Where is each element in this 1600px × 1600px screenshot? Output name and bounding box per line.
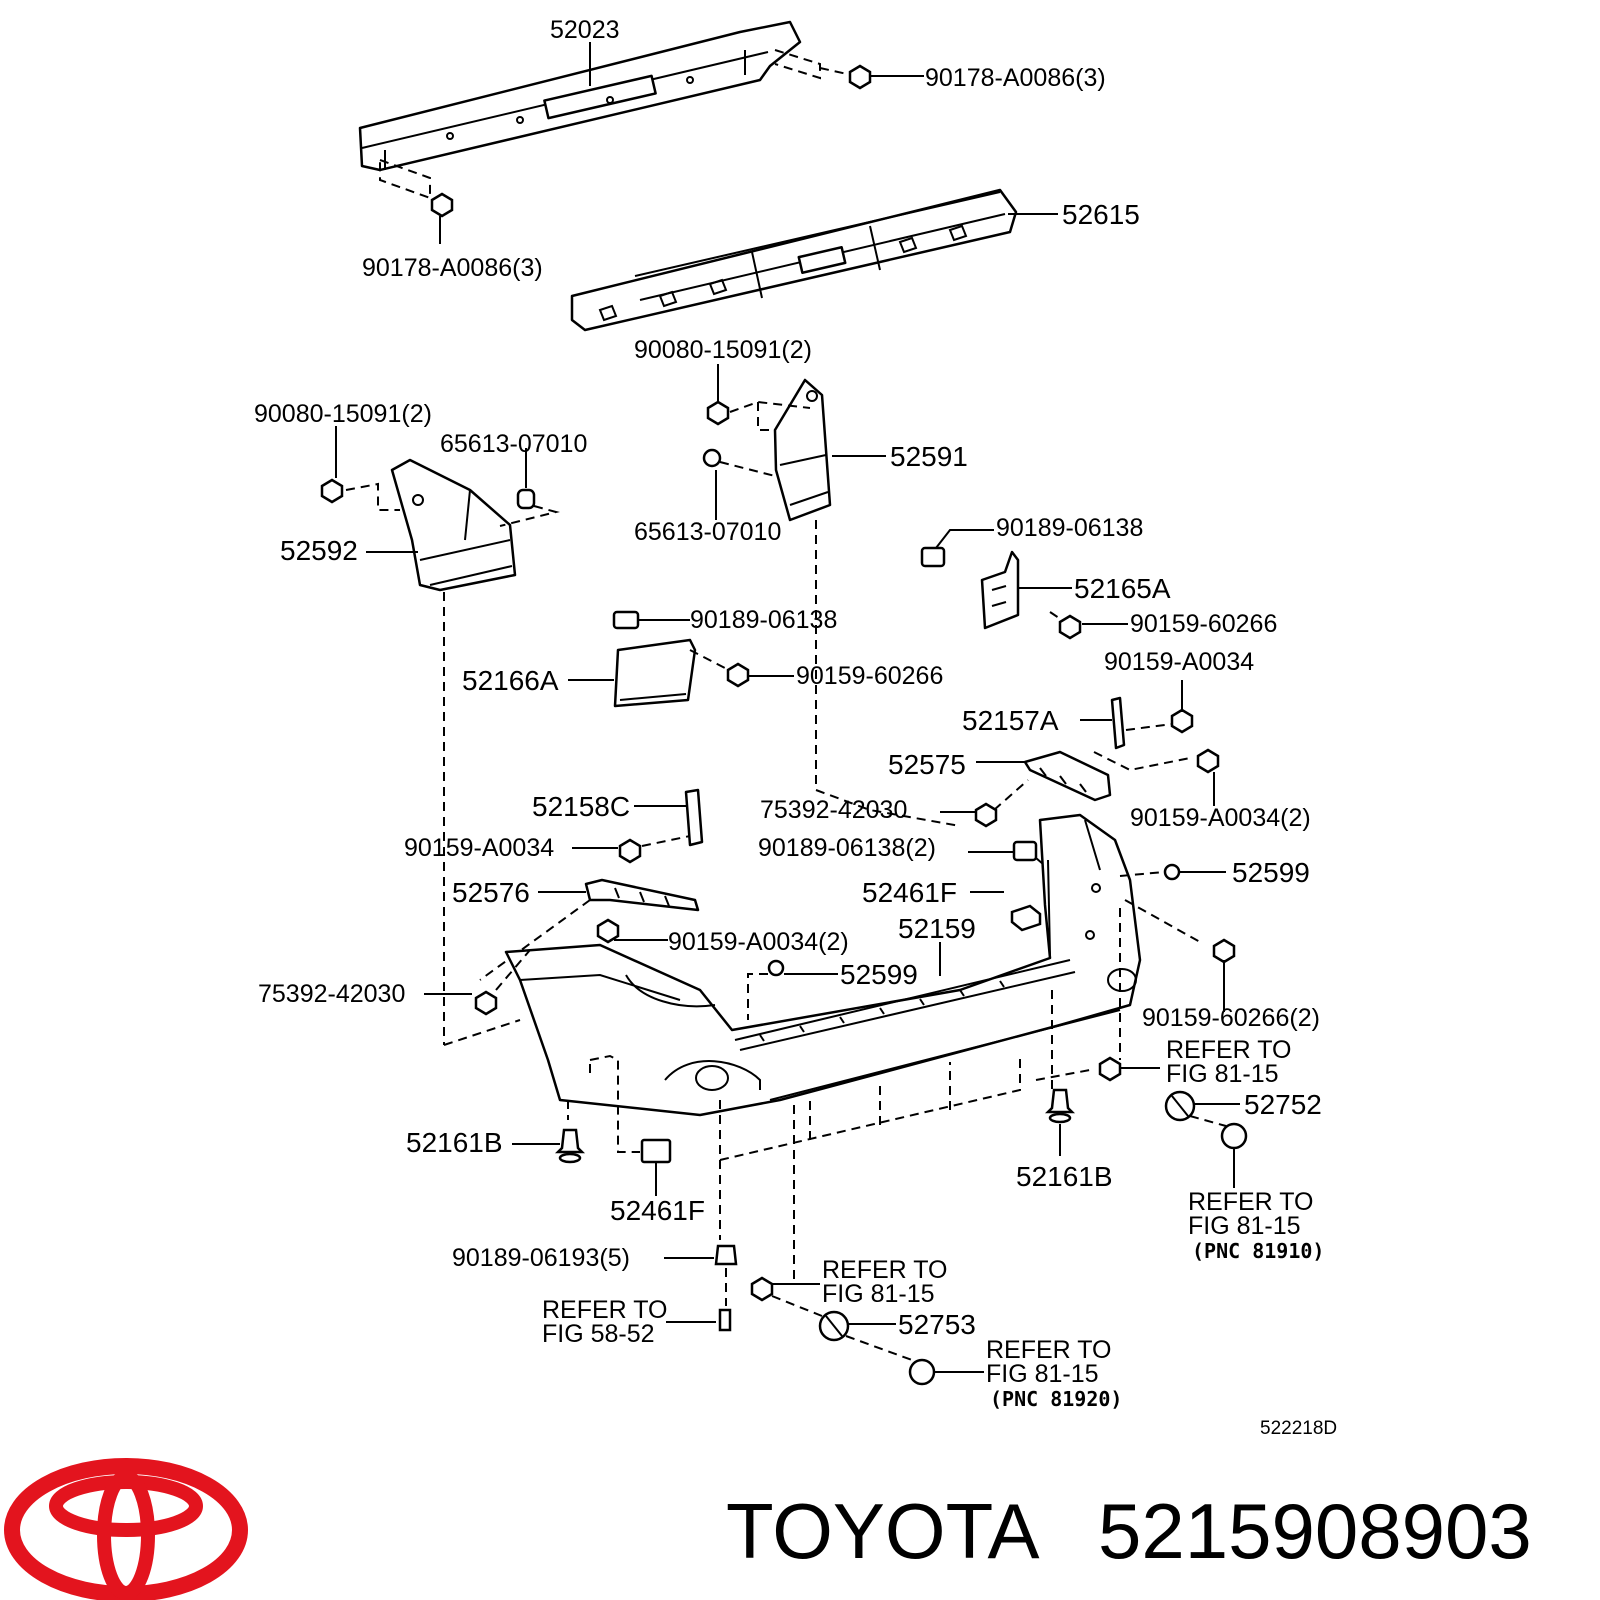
ref-fig-4b: FIG 58-52 bbox=[542, 1320, 655, 1348]
callout-52461F-center: 52461F bbox=[862, 877, 957, 908]
retainer-52575-drawing bbox=[1023, 750, 1112, 802]
callout-90159-A0034-left: 90159-A0034 bbox=[404, 834, 554, 862]
ref-text-1a: REFER TO bbox=[1166, 1036, 1292, 1064]
callout-90189-2: 90189-06138(2) bbox=[758, 834, 936, 862]
retainer-52165A-drawing bbox=[980, 550, 1020, 630]
callout-52599-center: 52599 bbox=[840, 959, 918, 990]
callout-52576: 52576 bbox=[452, 877, 530, 908]
callout-65613-left: 65613-07010 bbox=[440, 430, 587, 458]
callout-52752: 52752 bbox=[1244, 1089, 1322, 1120]
ref-pnc-81910: (PNC 81910) bbox=[1192, 1239, 1324, 1263]
retainer-52166A-drawing bbox=[613, 638, 697, 708]
pad-52461F-drawing bbox=[640, 1138, 672, 1164]
callout-52575: 52575 bbox=[888, 749, 966, 780]
bumper-cover-drawing bbox=[504, 813, 1142, 1117]
ref-pnc-81920: (PNC 81920) bbox=[990, 1387, 1122, 1411]
callout-52161B-right: 52161B bbox=[1016, 1161, 1113, 1192]
ref-text-2a: REFER TO bbox=[1188, 1188, 1314, 1216]
bracket-52592-drawing bbox=[390, 458, 517, 592]
part-number: 5215908903 bbox=[1098, 1487, 1532, 1575]
callout-90159-A0034-2-right: 90159-A0034(2) bbox=[1130, 804, 1311, 832]
energy-absorber-drawing bbox=[570, 188, 1018, 332]
bracket-52591-drawing bbox=[773, 378, 832, 522]
callout-52753: 52753 bbox=[898, 1309, 976, 1340]
callout-90159-A0034-2-center: 90159-A0034(2) bbox=[668, 928, 849, 956]
clip-52161B-right-drawing bbox=[1044, 1088, 1076, 1124]
clip-52161B-left-drawing bbox=[554, 1128, 586, 1164]
ref-fig-1b: FIG 81-15 bbox=[1166, 1060, 1279, 1088]
callout-52165A: 52165A bbox=[1074, 573, 1171, 604]
toyota-logo bbox=[4, 1458, 248, 1600]
callout-90080-left: 90080-15091(2) bbox=[254, 400, 432, 428]
callout-90189-06193: 90189-06193(5) bbox=[452, 1244, 630, 1272]
callout-75392-center: 75392-42030 bbox=[760, 796, 907, 824]
callout-52599-right: 52599 bbox=[1232, 857, 1310, 888]
callout-75392-left: 75392-42030 bbox=[258, 980, 405, 1008]
callout-52166A: 52166A bbox=[462, 665, 559, 696]
ref-text-5a: REFER TO bbox=[986, 1336, 1112, 1364]
callout-52159: 52159 bbox=[898, 913, 976, 944]
callout-52157A: 52157A bbox=[962, 705, 1059, 736]
callout-52161B-left: 52161B bbox=[406, 1127, 503, 1158]
callout-52592: 52592 bbox=[280, 535, 358, 566]
ref-fig-3b: FIG 81-15 bbox=[822, 1280, 935, 1308]
callout-90189-right: 90189-06138 bbox=[996, 514, 1143, 542]
callout-65613-center: 65613-07010 bbox=[634, 518, 781, 546]
bumper-reinforcement-drawing bbox=[358, 20, 802, 172]
ref-text-3a: REFER TO bbox=[822, 1256, 948, 1284]
diagram-code: 522218D bbox=[1260, 1418, 1337, 1439]
callout-52461F-bottom: 52461F bbox=[610, 1195, 705, 1226]
retainer-52576-drawing bbox=[584, 878, 700, 912]
callout-90159-60266-2: 90159-60266(2) bbox=[1142, 1004, 1320, 1032]
callout-90080-center: 90080-15091(2) bbox=[634, 336, 812, 364]
ref-fig-2b: FIG 81-15 bbox=[1188, 1212, 1301, 1240]
callout-90178-left: 90178-A0086(3) bbox=[362, 254, 543, 282]
callout-52158C: 52158C bbox=[532, 791, 630, 822]
callout-52615: 52615 bbox=[1062, 199, 1140, 230]
callout-52023: 52023 bbox=[550, 16, 620, 44]
ref-fig-5b: FIG 81-15 bbox=[986, 1360, 1099, 1388]
callout-90178-top: 90178-A0086(3) bbox=[925, 64, 1106, 92]
callout-52591: 52591 bbox=[890, 441, 968, 472]
ref-text-4a: REFER TO bbox=[542, 1296, 668, 1324]
callout-90159-60266-center: 90159-60266 bbox=[796, 662, 943, 690]
brand-name: TOYOTA bbox=[726, 1487, 1040, 1575]
callout-90189-center: 90189-06138 bbox=[690, 606, 837, 634]
callout-90159-60266-right: 90159-60266 bbox=[1130, 610, 1277, 638]
callout-90159-A0034-right: 90159-A0034 bbox=[1104, 648, 1254, 676]
